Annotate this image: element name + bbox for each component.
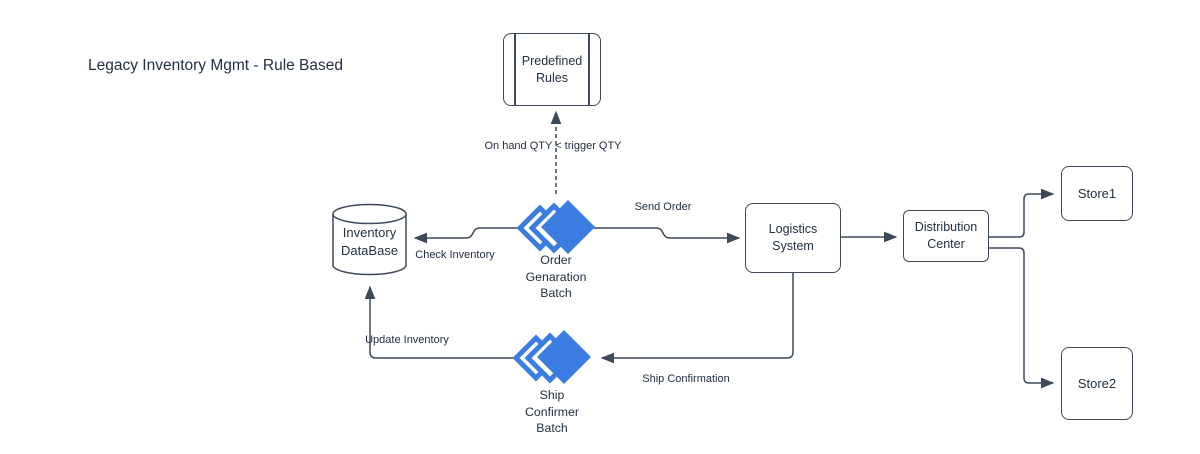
edge-label-trigger-rule: On hand QTY < trigger QTY [484,140,622,152]
edge-label-send-order: Send Order [634,201,692,213]
predefined-process-bar-right [588,34,590,105]
cylinder-icon [332,203,407,276]
edge-label-check-inventory: Check Inventory [415,249,495,261]
edge-label-update-inventory: Update Inventory [365,334,449,346]
edge-check-inventory [413,227,522,244]
node-store1-label: Store1 [1077,185,1117,201]
node-distribution-center[interactable]: Distribution Center [903,210,989,262]
edge-distribution-to-store2 [988,247,1055,389]
node-logistics-system[interactable]: Logistics System [745,203,841,273]
node-predefined-rules-label: Predefined Rules [521,53,583,85]
node-store2[interactable]: Store2 [1061,347,1133,420]
node-store2-label: Store2 [1077,375,1117,391]
node-order-generation-batch-label: Order Genaration Batch [525,253,587,300]
node-logistics-system-label: Logistics System [768,222,818,253]
edge-ship-confirmation [600,273,794,364]
edge-distribution-to-store1 [988,188,1055,238]
node-ship-confirmer-batch-label: Ship Confirmer Batch [525,388,579,435]
edge-send-order [592,227,741,244]
node-predefined-rules[interactable]: Predefined Rules [503,33,601,106]
edge-label-ship-confirmation: Ship Confirmation [642,373,730,385]
diagram-title: Legacy Inventory Mgmt - Rule Based [88,57,344,74]
node-inventory-database-label: Inventory DataBase [340,225,399,259]
batch-diamonds-icon[interactable] [517,197,595,259]
node-distribution-center-label: Distribution Center [914,220,978,251]
node-store1[interactable]: Store1 [1061,166,1133,221]
node-inventory-database[interactable]: Inventory DataBase [332,203,407,276]
batch-diamonds-icon[interactable] [513,327,591,389]
predefined-process-bar-left [514,34,516,105]
edge-update-inventory [364,285,515,359]
